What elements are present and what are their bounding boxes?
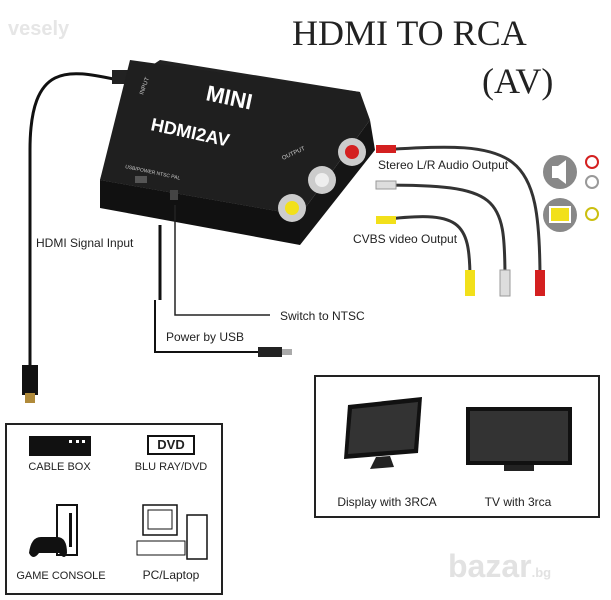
display-label-monitor: Display with 3RCA [337,495,437,509]
hdmi-input-callout: HDMI Signal Input [36,236,134,250]
display-label-tv: TV with 3rca [484,495,552,509]
white-dot-icon [585,175,599,189]
yellow-plug-end [465,270,475,296]
dvd-icon: DVD [147,435,195,455]
source-devices-panel: CABLE BOX DVD BLU RAY/DVD GAME CONSOLE P… [5,423,223,595]
source-label-pc: PC/Laptop [142,568,200,582]
ntsc-switch [170,190,178,200]
usb-power-callout: Power by USB [166,330,245,344]
ntsc-pointer-line [174,205,270,316]
watermark-bottom: bazar.bg [448,548,551,585]
hdmi-cable [28,72,119,370]
red-plug [376,145,396,153]
audio-output-callout: Stereo L/R Audio Output [378,158,509,172]
title-line2: (AV) [482,61,554,101]
usb-cable [154,300,260,353]
watermark-bottom-suffix: .bg [531,565,552,580]
source-label-blu-ray: BLU RAY/DVD [134,461,208,473]
hdmi-plug-bottom [22,365,38,395]
device-input-label: INPUT [139,76,151,95]
source-label-game-console: GAME CONSOLE [16,570,106,582]
white-plug [375,180,397,190]
white-plug-end [499,269,511,297]
adapter-illustration: MINI HDMI2AV INPUT OUTPUT USB/POWER NTSC… [22,60,599,403]
watermark-top: vesely [8,18,70,40]
hdmi-plug-top [112,70,128,84]
title-line1: HDMI TO RCA [292,13,527,53]
video-output-callout: CVBS video Output [353,232,458,246]
usb-port [135,176,147,183]
yellow-plug [376,216,396,224]
pc-icon [136,504,208,560]
watermark-bottom-text: bazar [448,548,532,584]
usb-plug [258,347,282,357]
monitor-icon [344,397,422,469]
game-console-icon [29,504,78,557]
source-label-cable-box: CABLE BOX [28,461,91,473]
cable-box-icon [29,436,91,456]
red-plug-end [535,270,545,296]
ntsc-switch-callout: Switch to NTSC [280,309,365,323]
display-devices-panel: Display with 3RCA TV with 3rca [314,375,600,518]
yellow-dot-icon [585,207,599,221]
red-dot-icon [585,155,599,169]
tv-icon [466,407,572,471]
